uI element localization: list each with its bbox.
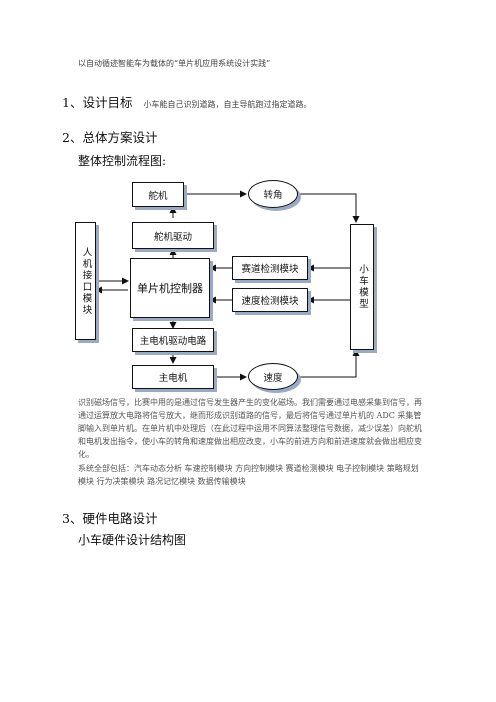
track-detect-box: 赛道检测模块 (232, 256, 308, 280)
motor-box: 主电机 (132, 365, 214, 389)
section-3-subtitle: 小车硬件设计结构图 (78, 533, 187, 547)
section-2-title: 2、总体方案设计 (62, 130, 158, 145)
car-model-label: 小车模型 (357, 264, 368, 310)
control-flowchart: 舵机 转角 舵机驱动 人机接口模块 单片机控制器 赛道检测模块 速度检测模块 小… (70, 178, 400, 390)
section-2-subtitle: 整体控制流程图: (78, 154, 167, 168)
flowchart-connectors (95, 190, 360, 381)
section-1-title: 1、设计目标 (62, 95, 133, 110)
steering-ellipse: 转角 (248, 180, 298, 208)
mcu-box: 单片机控制器 (130, 258, 210, 318)
speed-detect-box: 速度检测模块 (232, 288, 308, 312)
hmi-label: 人机接口模块 (80, 246, 92, 316)
paragraph-modules: 系统全部包括：汽车动态分析 车速控制模块 方向控制模块 赛道检测模块 电子控制模… (78, 464, 419, 486)
car-model-box: 小车模型 (350, 224, 374, 350)
paragraph-description: 识别磁场信号，比赛中用的是通过信号发生器产生的变化磁场。我们需要通过电感采集到信… (78, 398, 422, 459)
servo-drive-box: 舵机驱动 (132, 222, 214, 249)
speed-ellipse: 速度 (248, 363, 298, 390)
arrow-steering-to-car (298, 193, 360, 223)
hmi-box: 人机接口模块 (75, 222, 96, 340)
section-1: 1、设计目标 小车能自己识别道路，自主导航跑过指定道路。 (62, 92, 312, 111)
servo-box: 舵机 (132, 182, 184, 207)
motor-drive-box: 主电机驱动电路 (132, 328, 214, 352)
section-1-desc: 小车能自己识别道路，自主导航跑过指定道路。 (143, 100, 312, 109)
section-3-title: 3、硬件电路设计 (62, 511, 158, 526)
header-text: 以自动循迹智能车为载体的“单片机应用系统设计实践” (78, 59, 271, 68)
arrow-speed-to-car (298, 349, 360, 378)
